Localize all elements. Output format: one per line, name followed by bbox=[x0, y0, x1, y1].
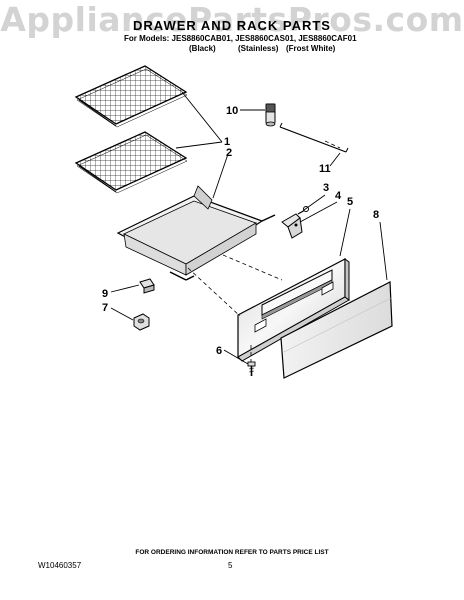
part-6-screw bbox=[247, 361, 256, 376]
callout-4: 4 bbox=[335, 190, 342, 202]
alignment-lines bbox=[187, 140, 341, 362]
callout-2: 2 bbox=[226, 147, 232, 159]
variant-stainless: (Stainless) bbox=[238, 44, 279, 53]
part-7-nut bbox=[133, 313, 150, 331]
variant-frost-white: (Frost White) bbox=[286, 44, 336, 53]
callout-6: 6 bbox=[216, 345, 222, 357]
callout-1: 1 bbox=[224, 136, 230, 148]
models-line: For Models: JES8860CAB01, JES8860CAS01, … bbox=[124, 34, 357, 43]
ordering-note: FOR ORDERING INFORMATION REFER TO PARTS … bbox=[135, 549, 329, 556]
callout-11: 11 bbox=[319, 163, 331, 175]
part-10-cylinder bbox=[265, 103, 276, 127]
callout-8: 8 bbox=[373, 209, 379, 221]
callout-3: 3 bbox=[323, 182, 329, 194]
document-number: W10460357 bbox=[38, 561, 82, 570]
part-3-4-bracket bbox=[281, 206, 309, 239]
callout-10: 10 bbox=[226, 105, 238, 117]
drawer-front-panel bbox=[237, 258, 350, 362]
part-11-rod bbox=[279, 122, 349, 153]
callout-7: 7 bbox=[102, 302, 108, 314]
variant-black: (Black) bbox=[189, 44, 216, 53]
drawer-pan bbox=[116, 185, 276, 281]
callout-5: 5 bbox=[347, 196, 353, 208]
callout-numbers: 10 11 1 2 3 4 5 8 9 7 6 bbox=[102, 105, 379, 357]
drawer-cover-panel bbox=[280, 281, 393, 379]
watermark: AppliancePartsPros.com bbox=[0, 0, 464, 39]
lower-oven-rack bbox=[74, 131, 188, 194]
callout-9: 9 bbox=[102, 288, 108, 300]
part-9-clip bbox=[139, 278, 155, 294]
upper-oven-rack bbox=[74, 65, 188, 128]
page-title: DRAWER AND RACK PARTS bbox=[133, 18, 331, 33]
page-number: 5 bbox=[228, 561, 233, 570]
leader-lines bbox=[110, 91, 388, 365]
